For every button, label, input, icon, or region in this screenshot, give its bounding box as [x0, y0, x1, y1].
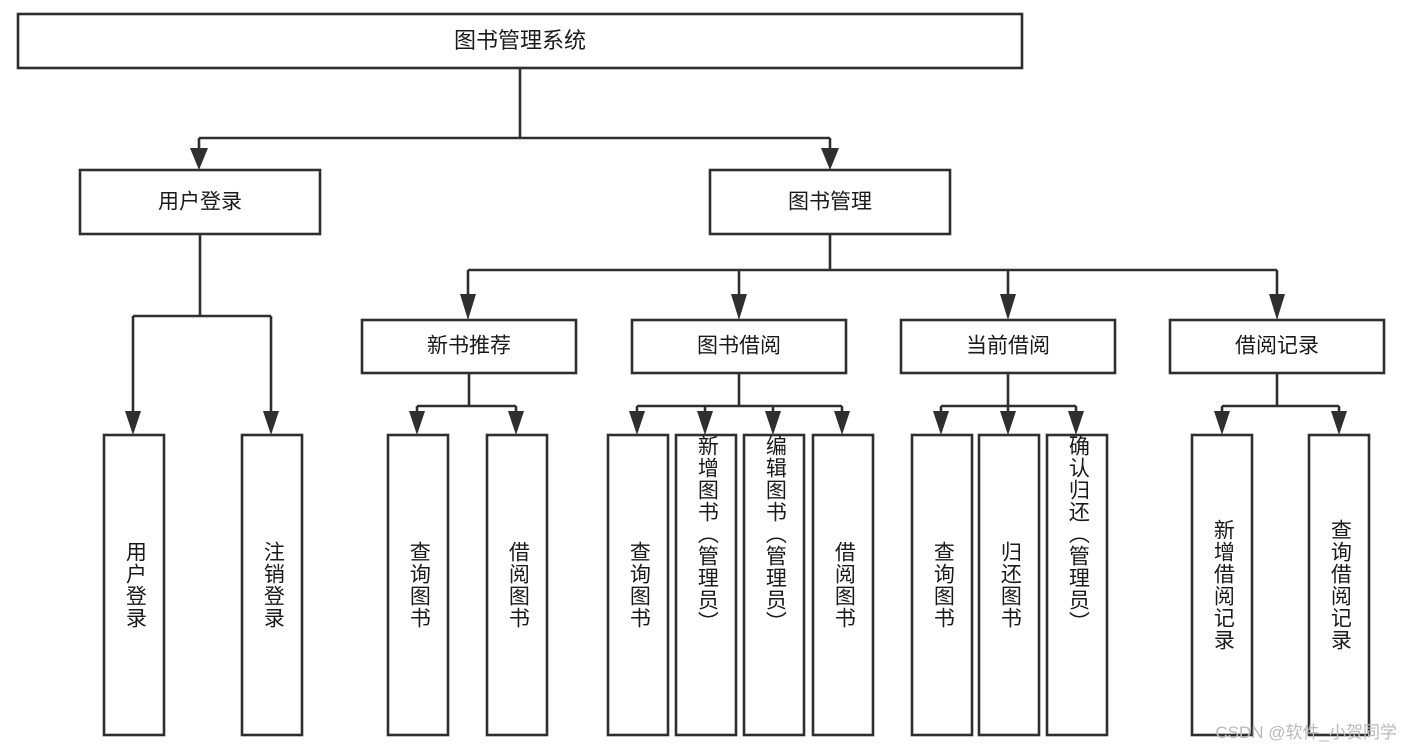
arrow-head-bb-edit-book: [765, 411, 781, 435]
node-root[interactable]: 图书管理系统: [16, 12, 1024, 70]
node-new-book-rec[interactable]: 新书推荐: [360, 318, 578, 375]
arrow-head-nbr-query-book: [409, 411, 425, 435]
arrow-head-cb-return-book: [1000, 411, 1016, 435]
node-current-borrow-label: 当前借阅: [966, 335, 1050, 358]
arrow-head-current-borrow: [1000, 294, 1016, 320]
arrow-head-borrow-record: [1269, 294, 1285, 320]
arrow-head-bb-add-book: [697, 411, 713, 435]
arrow-head-cb-confirm-return: [1068, 411, 1084, 435]
leaf-box-br-query-record[interactable]: [1307, 433, 1371, 737]
node-book-borrow-box[interactable]: [630, 318, 848, 375]
node-new-book-rec-label: 新书推荐: [427, 335, 511, 358]
node-book-manage-label: 图书管理: [788, 191, 872, 214]
leaf-box-logout[interactable]: [240, 433, 304, 737]
leaf-box-user-login[interactable]: [102, 433, 166, 737]
leaf-box-cb-confirm-return[interactable]: [1045, 433, 1109, 737]
arrow-head-bb-borrow-book: [834, 411, 850, 435]
leaf-box-nbr-borrow-book[interactable]: [485, 433, 549, 737]
leaf-box-nbr-query-book[interactable]: [386, 433, 450, 737]
arrow-head-nbr-borrow-book: [508, 411, 524, 435]
leaf-box-bb-edit-book[interactable]: [742, 433, 806, 737]
watermark-text: CSDN @软件_小贺同学: [1215, 723, 1397, 742]
node-root-label: 图书管理系统: [454, 28, 586, 53]
leaf-box-bb-add-book[interactable]: [674, 433, 738, 737]
arrow-head-leaf-user-login: [125, 411, 141, 435]
node-book-borrow[interactable]: 图书借阅: [630, 318, 848, 375]
node-current-borrow-box[interactable]: [899, 318, 1117, 375]
node-book-manage[interactable]: 图书管理: [708, 168, 952, 236]
arrow-head-br-add-record: [1214, 411, 1230, 435]
arrow-head-user-login: [190, 148, 208, 170]
leaf-box-cb-return-book[interactable]: [977, 433, 1041, 737]
node-user-login[interactable]: 用户登录: [78, 168, 322, 236]
arrow-head-cb-query-book: [933, 411, 949, 435]
node-borrow-record[interactable]: 借阅记录: [1168, 318, 1386, 375]
node-book-manage-box[interactable]: [708, 168, 952, 236]
node-new-book-rec-box[interactable]: [360, 318, 578, 375]
arrow-head-bb-query-book: [629, 411, 645, 435]
arrow-head-book-manage: [821, 148, 839, 170]
node-borrow-record-box[interactable]: [1168, 318, 1386, 375]
leaf-box-cb-query-book[interactable]: [910, 433, 974, 737]
leaf-box-bb-borrow-book[interactable]: [811, 433, 875, 737]
arrow-head-book-borrow: [731, 294, 747, 320]
node-root-box[interactable]: [16, 12, 1024, 70]
leaf-box-br-add-record[interactable]: [1190, 433, 1254, 737]
node-current-borrow[interactable]: 当前借阅: [899, 318, 1117, 375]
node-user-login-label: 用户登录: [158, 191, 242, 214]
arrow-head-leaf-logout: [263, 411, 279, 435]
leaf-box-bb-query-book[interactable]: [606, 433, 670, 737]
arrow-head-new-book-rec: [460, 294, 476, 320]
node-borrow-record-label: 借阅记录: [1235, 335, 1319, 358]
node-book-borrow-label: 图书借阅: [697, 335, 781, 358]
arrow-head-br-query-record: [1331, 411, 1347, 435]
